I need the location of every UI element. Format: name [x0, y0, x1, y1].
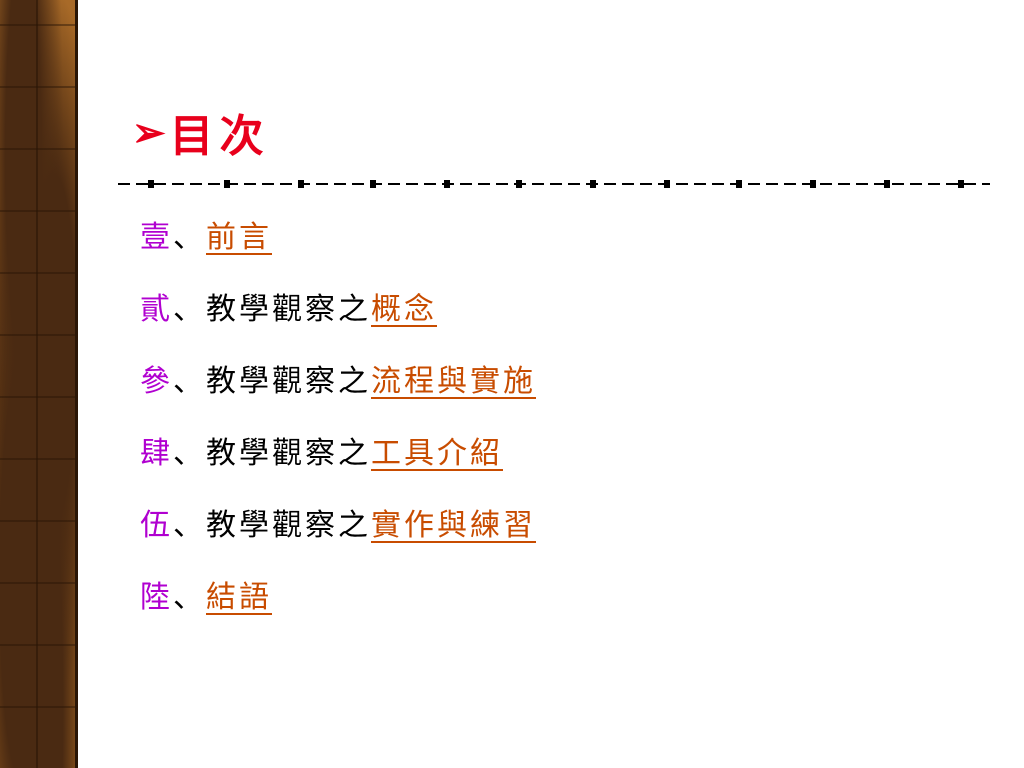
toc-number: 貳	[140, 292, 173, 327]
toc-number: 肆	[140, 436, 173, 471]
toc-link-practice[interactable]: 實作與練習	[371, 508, 536, 543]
toc-separator: 、	[173, 292, 206, 327]
toc-item: 參、教學觀察之流程與實施	[140, 362, 536, 434]
divider-dot	[736, 180, 742, 188]
toc-separator: 、	[173, 220, 206, 255]
toc-link-conclusion[interactable]: 結語	[206, 580, 272, 615]
divider-dot	[444, 180, 450, 188]
dotted-divider	[118, 180, 990, 188]
toc-prefix: 教學觀察之	[206, 292, 371, 327]
divider-dot	[148, 180, 154, 188]
toc-link-tools[interactable]: 工具介紹	[371, 436, 503, 471]
page-title: ➢ 目次	[132, 100, 270, 164]
divider-dot	[958, 180, 964, 188]
toc-prefix: 教學觀察之	[206, 436, 371, 471]
toc-separator: 、	[173, 508, 206, 543]
divider-dot	[590, 180, 596, 188]
toc-prefix: 教學觀察之	[206, 364, 371, 399]
divider-dot	[370, 180, 376, 188]
toc-link-process[interactable]: 流程與實施	[371, 364, 536, 399]
toc-item: 伍、教學觀察之實作與練習	[140, 506, 536, 578]
toc-item: 陸、結語	[140, 578, 536, 650]
toc-separator: 、	[173, 580, 206, 615]
toc-item: 肆、教學觀察之工具介紹	[140, 434, 536, 506]
toc-link-concept[interactable]: 概念	[371, 292, 437, 327]
toc-separator: 、	[173, 364, 206, 399]
toc-number: 參	[140, 364, 173, 399]
toc-item: 貳、教學觀察之概念	[140, 290, 536, 362]
divider-dot	[516, 180, 522, 188]
toc-item: 壹、前言	[140, 218, 536, 290]
divider-dot	[810, 180, 816, 188]
title-text: 目次	[169, 111, 270, 162]
decorative-side-strip	[0, 0, 78, 768]
toc-number: 陸	[140, 580, 173, 615]
divider-dot	[224, 180, 230, 188]
arrow-bullet-icon: ➢	[132, 108, 166, 156]
table-of-contents: 壹、前言 貳、教學觀察之概念 參、教學觀察之流程與實施 肆、教學觀察之工具介紹 …	[140, 218, 536, 650]
toc-link-preface[interactable]: 前言	[206, 220, 272, 255]
toc-number: 伍	[140, 508, 173, 543]
toc-number: 壹	[140, 220, 173, 255]
divider-dot	[298, 180, 304, 188]
divider-dot	[664, 180, 670, 188]
divider-dot	[884, 180, 890, 188]
toc-prefix: 教學觀察之	[206, 508, 371, 543]
toc-separator: 、	[173, 436, 206, 471]
